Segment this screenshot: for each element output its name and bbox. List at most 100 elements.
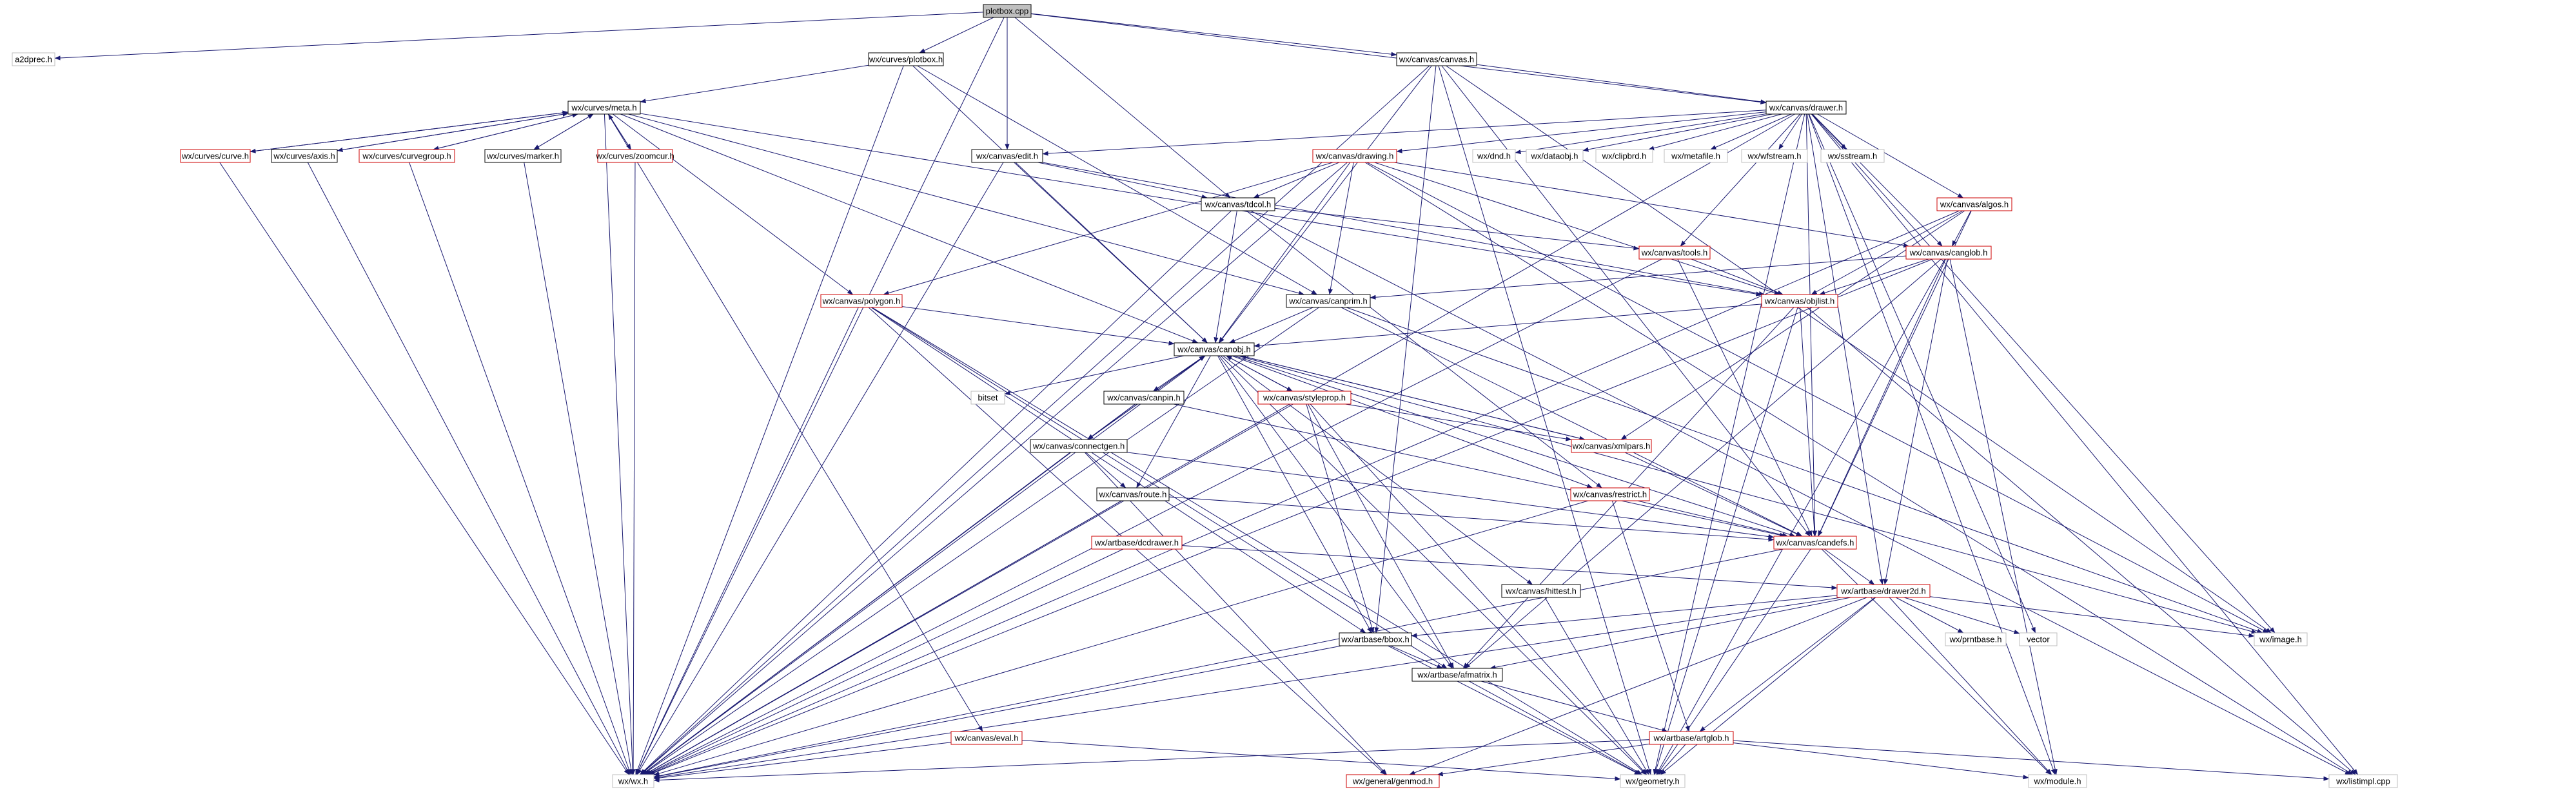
- node-wx-geometry[interactable]: wx/geometry.h: [1620, 774, 1686, 788]
- node-artbase-drawer2d[interactable]: wx/artbase/drawer2d.h: [1836, 584, 1931, 598]
- node-box[interactable]: [1945, 632, 2007, 646]
- node-curves-curvegroup[interactable]: wx/curves/curvegroup.h: [359, 149, 455, 163]
- node-box[interactable]: [1836, 584, 1931, 598]
- node-canvas-drawer[interactable]: wx/canvas/drawer.h: [1765, 101, 1847, 115]
- node-box[interactable]: [1526, 149, 1584, 163]
- node-artbase-dcdrawer[interactable]: wx/artbase/dcdrawer.h: [1091, 536, 1183, 550]
- node-box[interactable]: [2028, 774, 2087, 788]
- node-wx-sstream[interactable]: wx/sstream.h: [1820, 149, 1885, 163]
- node-curves-zoomcur[interactable]: wx/curves/zoomcur.h: [595, 149, 674, 163]
- node-canvas-styleprop[interactable]: wx/canvas/styleprop.h: [1257, 391, 1352, 405]
- node-box[interactable]: [1339, 632, 1412, 646]
- node-box[interactable]: [1103, 391, 1185, 405]
- node-canvas-restrict[interactable]: wx/canvas/restrict.h: [1570, 487, 1650, 501]
- node-canvas-eval[interactable]: wx/canvas/eval.h: [950, 731, 1023, 745]
- node-canvas-tdcol[interactable]: wx/canvas/tdcol.h: [1201, 197, 1275, 211]
- node-wx-prntbase[interactable]: wx/prntbase.h: [1945, 632, 2007, 646]
- node-box[interactable]: [2328, 774, 2398, 788]
- node-artbase-artglob[interactable]: wx/artbase/artglob.h: [1649, 731, 1734, 745]
- node-canvas-tools[interactable]: wx/canvas/tools.h: [1638, 246, 1711, 260]
- node-canvas-candefs[interactable]: wx/canvas/candefs.h: [1773, 536, 1857, 550]
- node-box[interactable]: [1091, 536, 1183, 550]
- node-curves-meta[interactable]: wx/curves/meta.h: [567, 101, 641, 115]
- node-wx-dnd[interactable]: wx/dnd.h: [1472, 149, 1516, 163]
- node-box[interactable]: [1571, 439, 1652, 453]
- node-box[interactable]: [2254, 632, 2308, 646]
- node-plotbox-cpp[interactable]: plotbox.cpp: [983, 4, 1032, 18]
- node-artbase-bbox[interactable]: wx/artbase/bbox.h: [1339, 632, 1412, 646]
- node-artbase-afmatrix[interactable]: wx/artbase/afmatrix.h: [1411, 668, 1503, 682]
- node-box[interactable]: [1030, 439, 1128, 453]
- node-box[interactable]: [868, 52, 944, 66]
- node-canvas-polygon[interactable]: wx/canvas/polygon.h: [820, 294, 903, 308]
- node-box[interactable]: [820, 294, 903, 308]
- node-box[interactable]: [1396, 52, 1477, 66]
- node-wx-dataobj[interactable]: wx/dataobj.h: [1526, 149, 1584, 163]
- node-curves-axis[interactable]: wx/curves/axis.h: [271, 149, 338, 163]
- node-box[interactable]: [1570, 487, 1650, 501]
- node-box[interactable]: [1346, 774, 1440, 788]
- node-box[interactable]: [271, 149, 338, 163]
- node-canvas-canvas[interactable]: wx/canvas/canvas.h: [1396, 52, 1477, 66]
- node-box[interactable]: [1649, 731, 1734, 745]
- node-box[interactable]: [1664, 149, 1728, 163]
- node-box[interactable]: [1773, 536, 1857, 550]
- node-wx-listimpl[interactable]: wx/listimpl.cpp: [2328, 774, 2398, 788]
- node-box[interactable]: [1620, 774, 1686, 788]
- node-canvas-canglob[interactable]: wx/canvas/canglob.h: [1905, 246, 1992, 260]
- node-box[interactable]: [180, 149, 251, 163]
- node-box[interactable]: [1096, 487, 1170, 501]
- node-general-genmod[interactable]: wx/general/genmod.h: [1346, 774, 1440, 788]
- node-canvas-route[interactable]: wx/canvas/route.h: [1096, 487, 1170, 501]
- node-wx-image[interactable]: wx/image.h: [2254, 632, 2308, 646]
- node-box[interactable]: [12, 52, 55, 66]
- node-canvas-drawing[interactable]: wx/canvas/drawing.h: [1312, 149, 1397, 163]
- node-box[interactable]: [1761, 294, 1838, 308]
- node-box[interactable]: [1638, 246, 1711, 260]
- node-canvas-hittest[interactable]: wx/canvas/hittest.h: [1501, 584, 1581, 598]
- node-box[interactable]: [484, 149, 562, 163]
- node-wx-metafile[interactable]: wx/metafile.h: [1664, 149, 1728, 163]
- node-canvas-connectgen[interactable]: wx/canvas/connectgen.h: [1030, 439, 1128, 453]
- node-canvas-canpin[interactable]: wx/canvas/canpin.h: [1103, 391, 1185, 405]
- node-box[interactable]: [950, 731, 1023, 745]
- node-bitset[interactable]: bitset: [970, 391, 1005, 405]
- node-box[interactable]: [1312, 149, 1397, 163]
- node-box[interactable]: [1411, 668, 1503, 682]
- node-box[interactable]: [983, 4, 1032, 18]
- node-box[interactable]: [1501, 584, 1581, 598]
- node-box[interactable]: [359, 149, 455, 163]
- node-canvas-objlist[interactable]: wx/canvas/objlist.h: [1761, 294, 1838, 308]
- node-box[interactable]: [1765, 101, 1847, 115]
- node-box[interactable]: [2019, 632, 2058, 646]
- node-wx-clipbrd[interactable]: wx/clipbrd.h: [1595, 149, 1653, 163]
- node-box[interactable]: [1201, 197, 1275, 211]
- node-box[interactable]: [1257, 391, 1352, 405]
- node-curves-plotbox[interactable]: wx/curves/plotbox.h: [868, 52, 944, 66]
- node-wx-module[interactable]: wx/module.h: [2028, 774, 2087, 788]
- node-canvas-canobj[interactable]: wx/canvas/canobj.h: [1174, 342, 1255, 356]
- node-wx-wx[interactable]: wx/wx.h: [612, 774, 654, 788]
- node-box[interactable]: [1820, 149, 1885, 163]
- node-canvas-xmlpars[interactable]: wx/canvas/xmlpars.h: [1571, 439, 1652, 453]
- node-box[interactable]: [1936, 197, 2012, 211]
- node-curves-curve[interactable]: wx/curves/curve.h: [180, 149, 251, 163]
- node-vector[interactable]: vector: [2019, 632, 2058, 646]
- node-a2dprec[interactable]: a2dprec.h: [12, 52, 55, 66]
- node-box[interactable]: [597, 149, 673, 163]
- node-canvas-algos[interactable]: wx/canvas/algos.h: [1936, 197, 2012, 211]
- node-canvas-edit[interactable]: wx/canvas/edit.h: [971, 149, 1043, 163]
- node-box[interactable]: [1286, 294, 1371, 308]
- node-box[interactable]: [567, 101, 641, 115]
- node-box[interactable]: [970, 391, 1005, 405]
- node-box[interactable]: [612, 774, 654, 788]
- node-box[interactable]: [1472, 149, 1516, 163]
- node-box[interactable]: [1174, 342, 1255, 356]
- node-box[interactable]: [1741, 149, 1808, 163]
- node-wx-wfstream[interactable]: wx/wfstream.h: [1741, 149, 1808, 163]
- node-curves-marker[interactable]: wx/curves/marker.h: [484, 149, 562, 163]
- node-box[interactable]: [1595, 149, 1653, 163]
- node-box[interactable]: [1905, 246, 1992, 260]
- node-canvas-canprim[interactable]: wx/canvas/canprim.h: [1286, 294, 1371, 308]
- node-box[interactable]: [971, 149, 1043, 163]
